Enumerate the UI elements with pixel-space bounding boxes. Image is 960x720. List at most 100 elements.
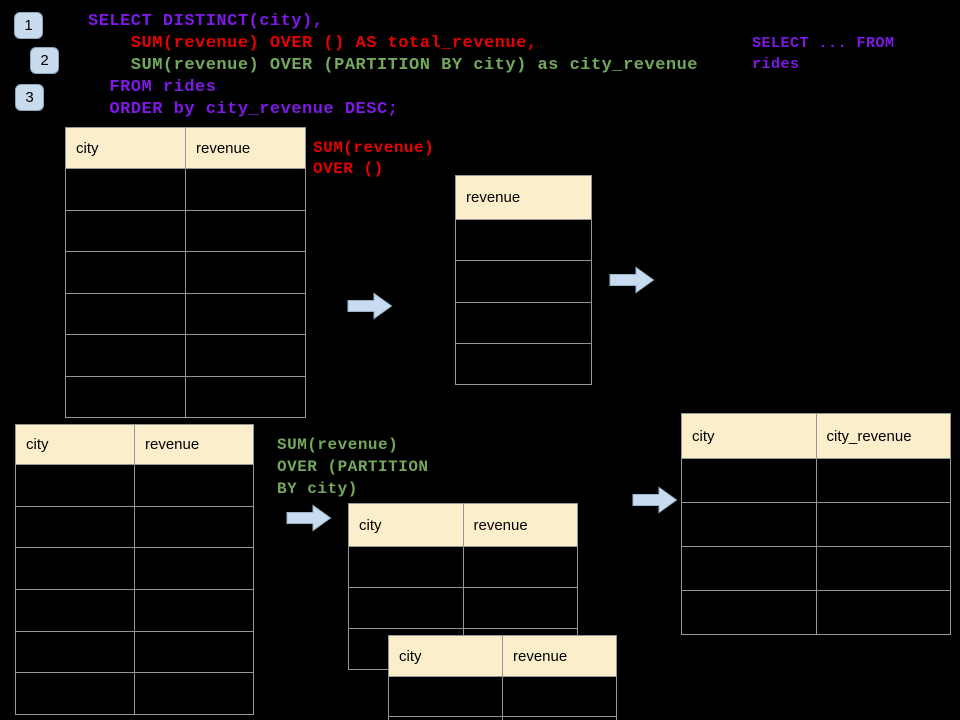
table-cell xyxy=(456,220,591,260)
table-cell xyxy=(185,169,305,210)
table-cell xyxy=(185,252,305,293)
table-row xyxy=(682,546,950,590)
table-cell xyxy=(682,503,816,546)
text-line: ORDER by city_revenue DESC; xyxy=(88,100,399,119)
table-row xyxy=(16,589,253,631)
text-line: BY city) xyxy=(277,480,358,498)
table-row xyxy=(389,676,616,716)
column-header: revenue xyxy=(462,504,577,546)
column-header: city_revenue xyxy=(815,414,950,458)
column-header: revenue xyxy=(456,176,591,219)
table-row xyxy=(456,219,591,260)
table-cell xyxy=(682,459,816,502)
table-cell xyxy=(134,631,253,673)
table-cell xyxy=(66,335,185,376)
table-cell xyxy=(456,261,591,301)
flow-arrow-partition-icon xyxy=(286,504,332,532)
table-row xyxy=(16,630,253,673)
table-cell xyxy=(462,588,578,628)
table-cell xyxy=(456,344,591,384)
table-cell xyxy=(815,547,951,590)
text-line: rides xyxy=(752,56,800,73)
table-cell xyxy=(815,591,951,634)
column-header: revenue xyxy=(502,636,616,676)
table-row xyxy=(16,547,253,590)
table-row xyxy=(66,209,305,252)
flow-arrow-total-result-icon xyxy=(609,266,655,294)
text-line: SUM(revenue) OVER () AS total_revenue, xyxy=(88,34,538,53)
step-badge-2: 2 xyxy=(30,47,59,74)
column-header: city xyxy=(16,425,134,464)
table-cell xyxy=(16,673,134,714)
column-header: revenue xyxy=(185,128,305,168)
text-line: OVER (PARTITION xyxy=(277,458,429,476)
table-total-revenue: revenue xyxy=(455,175,592,386)
column-header: city xyxy=(682,414,816,458)
column-header: revenue xyxy=(134,425,253,464)
table-row xyxy=(456,342,591,384)
table-row xyxy=(16,505,253,548)
table-cell xyxy=(66,211,185,252)
sql-code-block: SELECT DISTINCT(city), SUM(revenue) OVER… xyxy=(88,11,698,121)
table-cell xyxy=(349,588,463,628)
table-cell xyxy=(185,293,305,334)
table-cell xyxy=(66,169,185,210)
flow-arrow-total-icon xyxy=(347,292,393,320)
table-cell xyxy=(16,590,134,631)
table-cell xyxy=(462,547,578,587)
column-header: city xyxy=(66,128,185,168)
table-row xyxy=(682,502,950,546)
table-row xyxy=(66,168,305,210)
table-cell xyxy=(16,632,134,673)
column-header: city xyxy=(389,636,502,676)
text-line: OVER () xyxy=(313,160,384,178)
table-cell xyxy=(16,507,134,548)
table-cell xyxy=(66,294,185,335)
text-line: SELECT ... FROM xyxy=(752,35,895,52)
table-cell xyxy=(185,376,305,417)
sql-from-snippet: SELECT ... FROM rides xyxy=(752,33,895,75)
text-line: SUM(revenue) xyxy=(277,436,399,454)
table-cell xyxy=(456,303,591,343)
table-row xyxy=(66,375,305,418)
table-cell xyxy=(389,677,502,716)
table-cell xyxy=(502,677,616,716)
total-revenue-clause-label: SUM(revenue) OVER () xyxy=(313,138,434,180)
text-line: SUM(revenue) xyxy=(313,139,435,157)
table-cell xyxy=(349,547,463,587)
table-row xyxy=(349,546,577,587)
table-cell xyxy=(134,465,253,506)
table-cell xyxy=(815,459,951,502)
table-cell xyxy=(66,252,185,293)
table-row xyxy=(16,672,253,715)
table-row xyxy=(66,292,305,335)
table-cell xyxy=(682,547,816,590)
table-cell xyxy=(502,717,616,720)
table-cell xyxy=(66,377,185,418)
text-line: SUM(revenue) OVER (PARTITION BY city) as… xyxy=(88,56,698,75)
table-cell xyxy=(134,673,253,715)
table-row xyxy=(456,260,591,301)
table-row xyxy=(66,334,305,376)
table-cell xyxy=(815,503,951,546)
column-header: city xyxy=(349,504,463,546)
table-cell xyxy=(134,506,253,548)
table-row xyxy=(16,464,253,506)
text-line: FROM rides xyxy=(88,78,217,97)
table-cell xyxy=(134,548,253,590)
table-cell xyxy=(185,210,305,251)
table-row xyxy=(682,590,950,634)
table-row xyxy=(66,251,305,293)
table-cell xyxy=(16,465,134,506)
table-row xyxy=(389,716,616,720)
